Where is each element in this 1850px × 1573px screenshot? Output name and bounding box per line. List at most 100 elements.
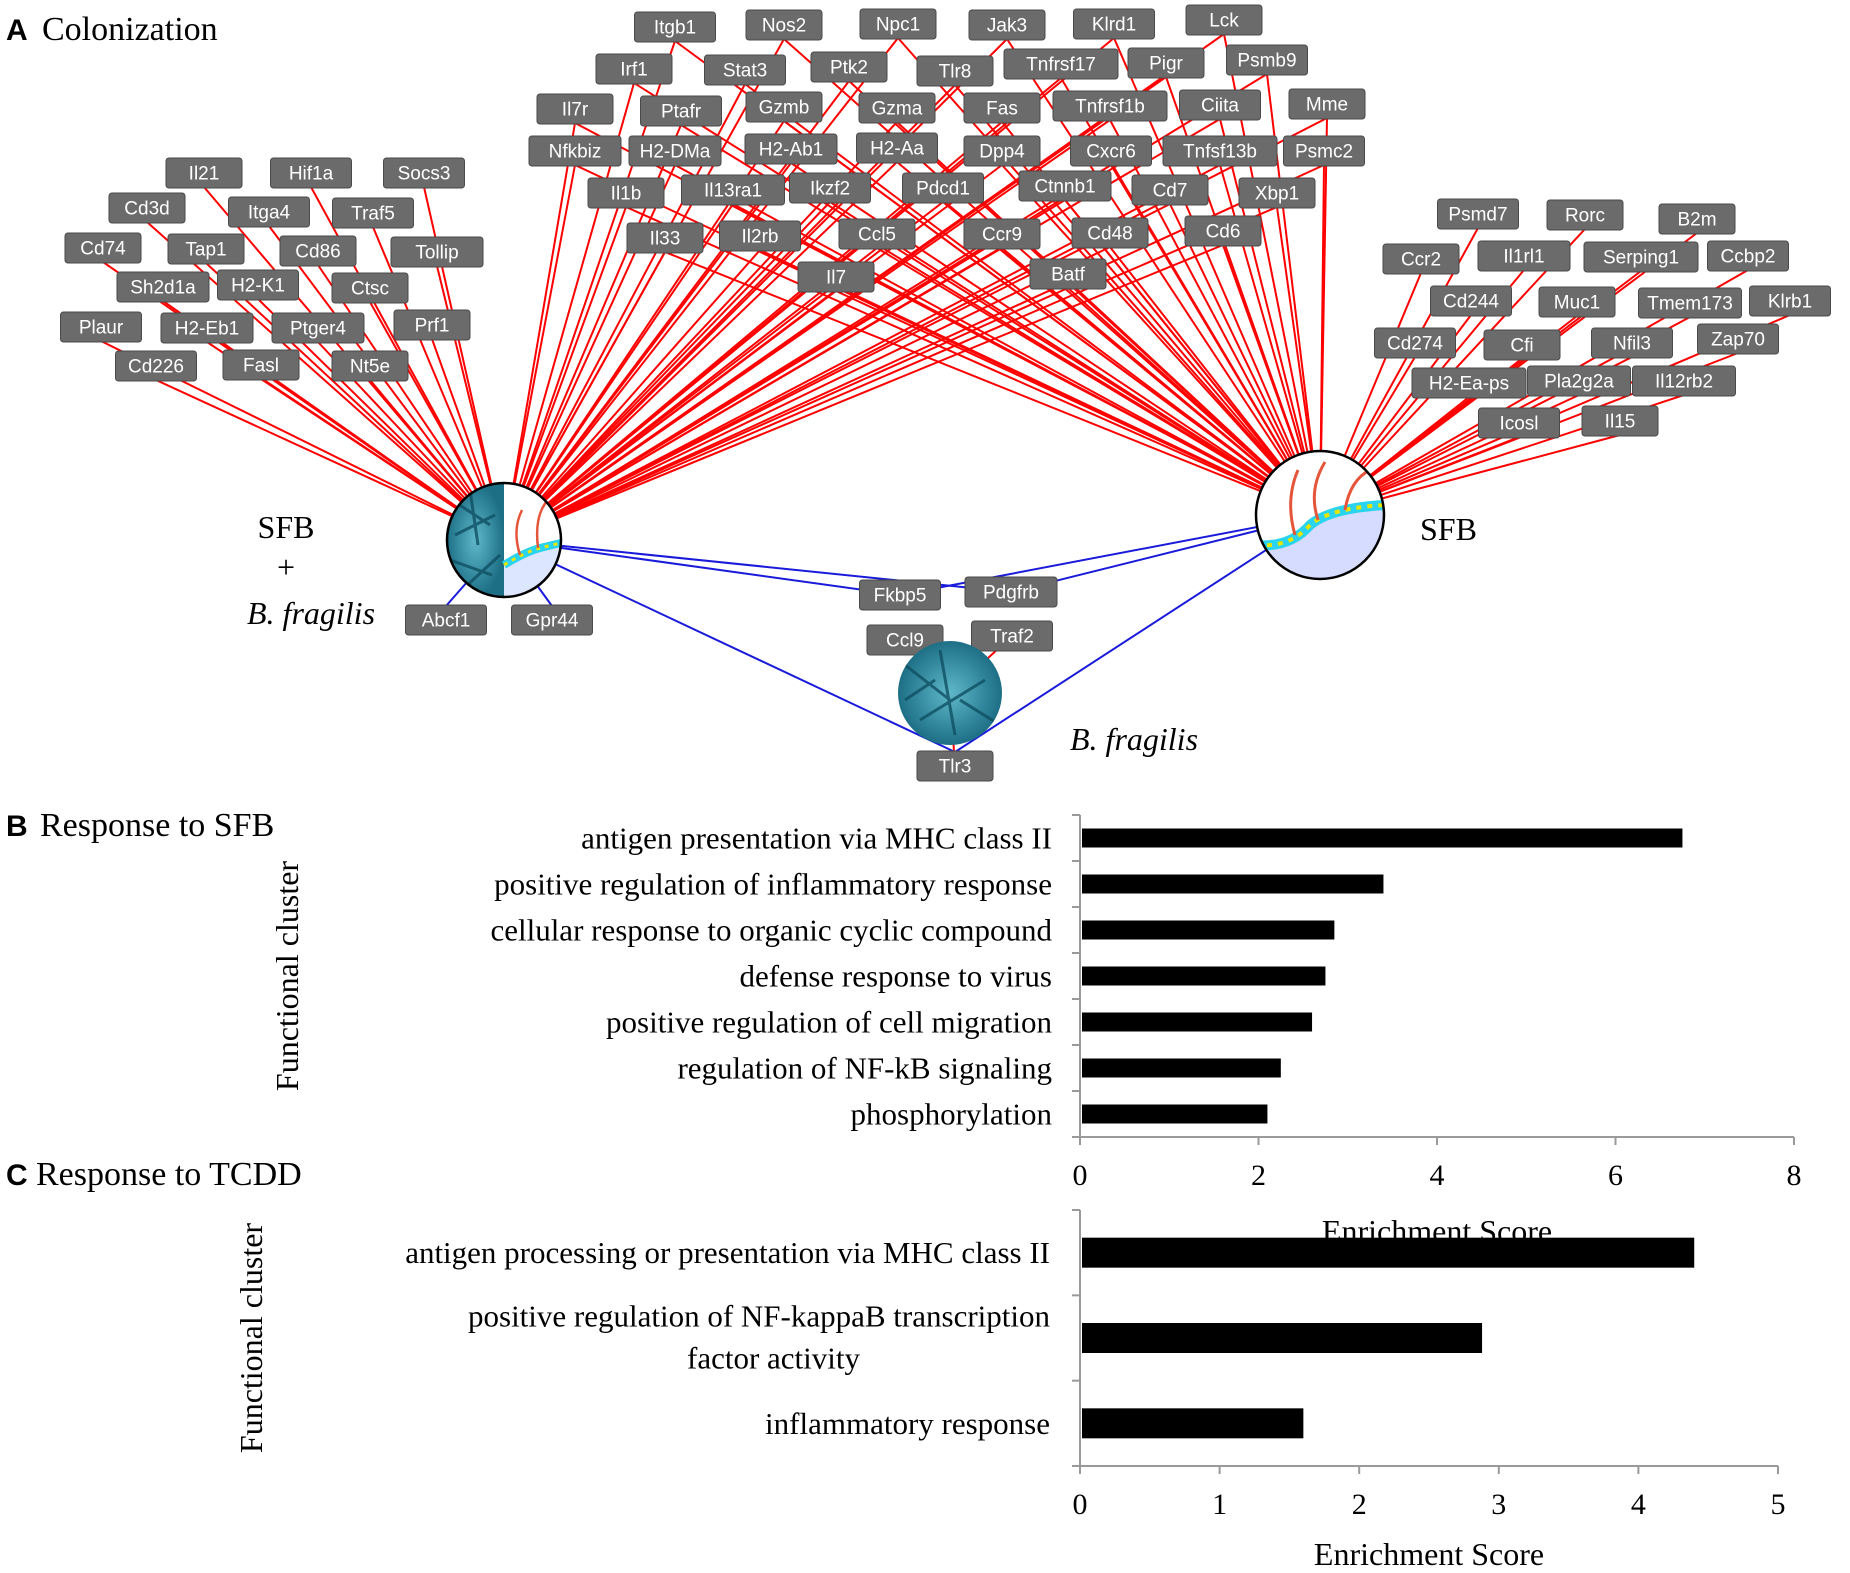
panel-b-title: Response to SFB bbox=[40, 807, 274, 844]
gene-xbp1: Xbp1 bbox=[1238, 177, 1316, 209]
gene-label: Batf bbox=[1051, 265, 1086, 286]
gene-box bbox=[536, 93, 614, 125]
gene-box bbox=[587, 177, 665, 209]
gene-box bbox=[405, 604, 487, 636]
gene-label: Lck bbox=[1209, 11, 1239, 32]
gene-label: Cd74 bbox=[80, 239, 126, 260]
gene-label: Tnfsf13b bbox=[1183, 142, 1257, 163]
gene-label: Pdgfrb bbox=[983, 583, 1039, 604]
gene-label: Cd3d bbox=[124, 199, 169, 220]
gene-box bbox=[1185, 4, 1263, 36]
gene-abcf1: Abcf1 bbox=[405, 604, 487, 636]
panel-c-letter: C bbox=[6, 1159, 28, 1192]
gene-label: H2-K1 bbox=[231, 276, 285, 297]
gene-box bbox=[279, 235, 357, 267]
gene-box bbox=[797, 261, 875, 293]
gene-box bbox=[1374, 327, 1456, 359]
gene-ptk2: Ptk2 bbox=[810, 51, 888, 83]
gene-box bbox=[963, 135, 1041, 167]
gene-box bbox=[1411, 367, 1527, 399]
gene-box bbox=[1184, 215, 1262, 247]
gene-label: Tnfrsf17 bbox=[1026, 55, 1096, 76]
panel-c-title: Response to TCDD bbox=[36, 1156, 302, 1193]
gene-label: Prf1 bbox=[415, 316, 450, 337]
gene-label: Tmem173 bbox=[1647, 294, 1733, 315]
gene-box bbox=[1697, 323, 1779, 355]
edge-left-nfkbiz bbox=[503, 164, 576, 541]
gene-label: Gzma bbox=[872, 99, 923, 120]
gene-label: Rorc bbox=[1565, 206, 1605, 227]
gene-pigr: Pigr bbox=[1127, 47, 1205, 79]
gene-label: Gpr44 bbox=[526, 611, 579, 632]
gene-label: Ccbp2 bbox=[1721, 247, 1776, 268]
gene-ccr9: Ccr9 bbox=[963, 218, 1041, 250]
gene-box bbox=[1483, 329, 1561, 361]
gene-label: Pla2g2a bbox=[1544, 372, 1614, 393]
gene-klrd1: Klrd1 bbox=[1073, 8, 1155, 40]
gene-muc1: Muc1 bbox=[1538, 286, 1616, 318]
gene-socs3: Socs3 bbox=[383, 157, 465, 189]
gene-label: Itgb1 bbox=[654, 18, 696, 39]
gene-gpr44: Gpr44 bbox=[511, 604, 593, 636]
gene-klrb1: Klrb1 bbox=[1749, 285, 1831, 317]
gene-box bbox=[1003, 48, 1119, 80]
gene-label: Cd226 bbox=[128, 357, 184, 378]
gene-tap1: Tap1 bbox=[167, 233, 245, 265]
gene-label: H2-Ab1 bbox=[759, 140, 823, 161]
gene-label: H2-Ea-ps bbox=[1429, 374, 1509, 395]
gene-label: Ctnnb1 bbox=[1034, 177, 1095, 198]
gene-hif1a: Hif1a bbox=[270, 157, 352, 189]
gene-cd274: Cd274 bbox=[1374, 327, 1456, 359]
gene-mme: Mme bbox=[1288, 88, 1366, 120]
gene-nfkbiz: Nfkbiz bbox=[528, 135, 622, 167]
gene-box bbox=[116, 271, 210, 303]
edge-left-ctnnb1 bbox=[503, 199, 1066, 541]
category-label: inflammatory response bbox=[765, 1406, 1050, 1441]
gene-box bbox=[1071, 217, 1149, 249]
gene-ccl5: Ccl5 bbox=[838, 218, 916, 250]
gene-label: Ccr2 bbox=[1401, 250, 1441, 271]
gene-tlr8: Tlr8 bbox=[916, 55, 994, 87]
edge-left-il7 bbox=[503, 290, 837, 541]
category-label: positive regulation of NF-kappaB transcr… bbox=[468, 1299, 1050, 1334]
bar-regulation-of-nf-kb-signaling bbox=[1082, 1058, 1281, 1078]
gene-label: Npc1 bbox=[876, 15, 920, 36]
gene-label: Il13ra1 bbox=[704, 181, 762, 202]
gene-label: Socs3 bbox=[398, 164, 451, 185]
category-label: positive regulation of cell migration bbox=[606, 1005, 1052, 1040]
edge-left-il7r bbox=[503, 122, 576, 541]
gene-box bbox=[271, 312, 365, 344]
edge-itga4 bbox=[268, 225, 505, 541]
gene-label: Tnfrsf1b bbox=[1075, 97, 1145, 118]
gene-nt5e: Nt5e bbox=[331, 350, 409, 382]
gene-box bbox=[1749, 285, 1831, 317]
gene-box bbox=[681, 174, 785, 206]
edge-right-ciita bbox=[1219, 118, 1321, 516]
bar-inflammatory-response bbox=[1082, 1408, 1304, 1439]
x-tick-label: 2 bbox=[1352, 1488, 1367, 1521]
panel-b-letter: B bbox=[6, 810, 28, 843]
x-tick-label: 4 bbox=[1631, 1488, 1646, 1521]
gene-label: Ptk2 bbox=[830, 58, 868, 79]
gene-box bbox=[626, 222, 704, 254]
gene-label: Ciita bbox=[1201, 96, 1239, 117]
left-node-label-plus: + bbox=[277, 549, 295, 585]
edge-right-il1b bbox=[625, 206, 1321, 516]
gene-label: Fas bbox=[986, 99, 1018, 120]
gene-il33: Il33 bbox=[626, 222, 704, 254]
gene-ccbp2: Ccbp2 bbox=[1707, 240, 1789, 272]
gene-tollip: Tollip bbox=[390, 236, 484, 268]
gene-label: Il7 bbox=[826, 268, 846, 289]
gene-box bbox=[964, 576, 1058, 608]
gene-ptafr: Ptafr bbox=[640, 95, 722, 127]
gene-gzma: Gzma bbox=[858, 92, 936, 124]
edge-left-cd6 bbox=[503, 244, 1224, 541]
gene-h2-aa: H2-Aa bbox=[856, 132, 938, 164]
gene-ccr2: Ccr2 bbox=[1382, 243, 1460, 275]
edge-right-ccr9 bbox=[1001, 247, 1321, 516]
gene-prf1: Prf1 bbox=[393, 309, 471, 341]
gene-ctnnb1: Ctnnb1 bbox=[1018, 170, 1112, 202]
edge-left-cd7 bbox=[503, 203, 1171, 541]
